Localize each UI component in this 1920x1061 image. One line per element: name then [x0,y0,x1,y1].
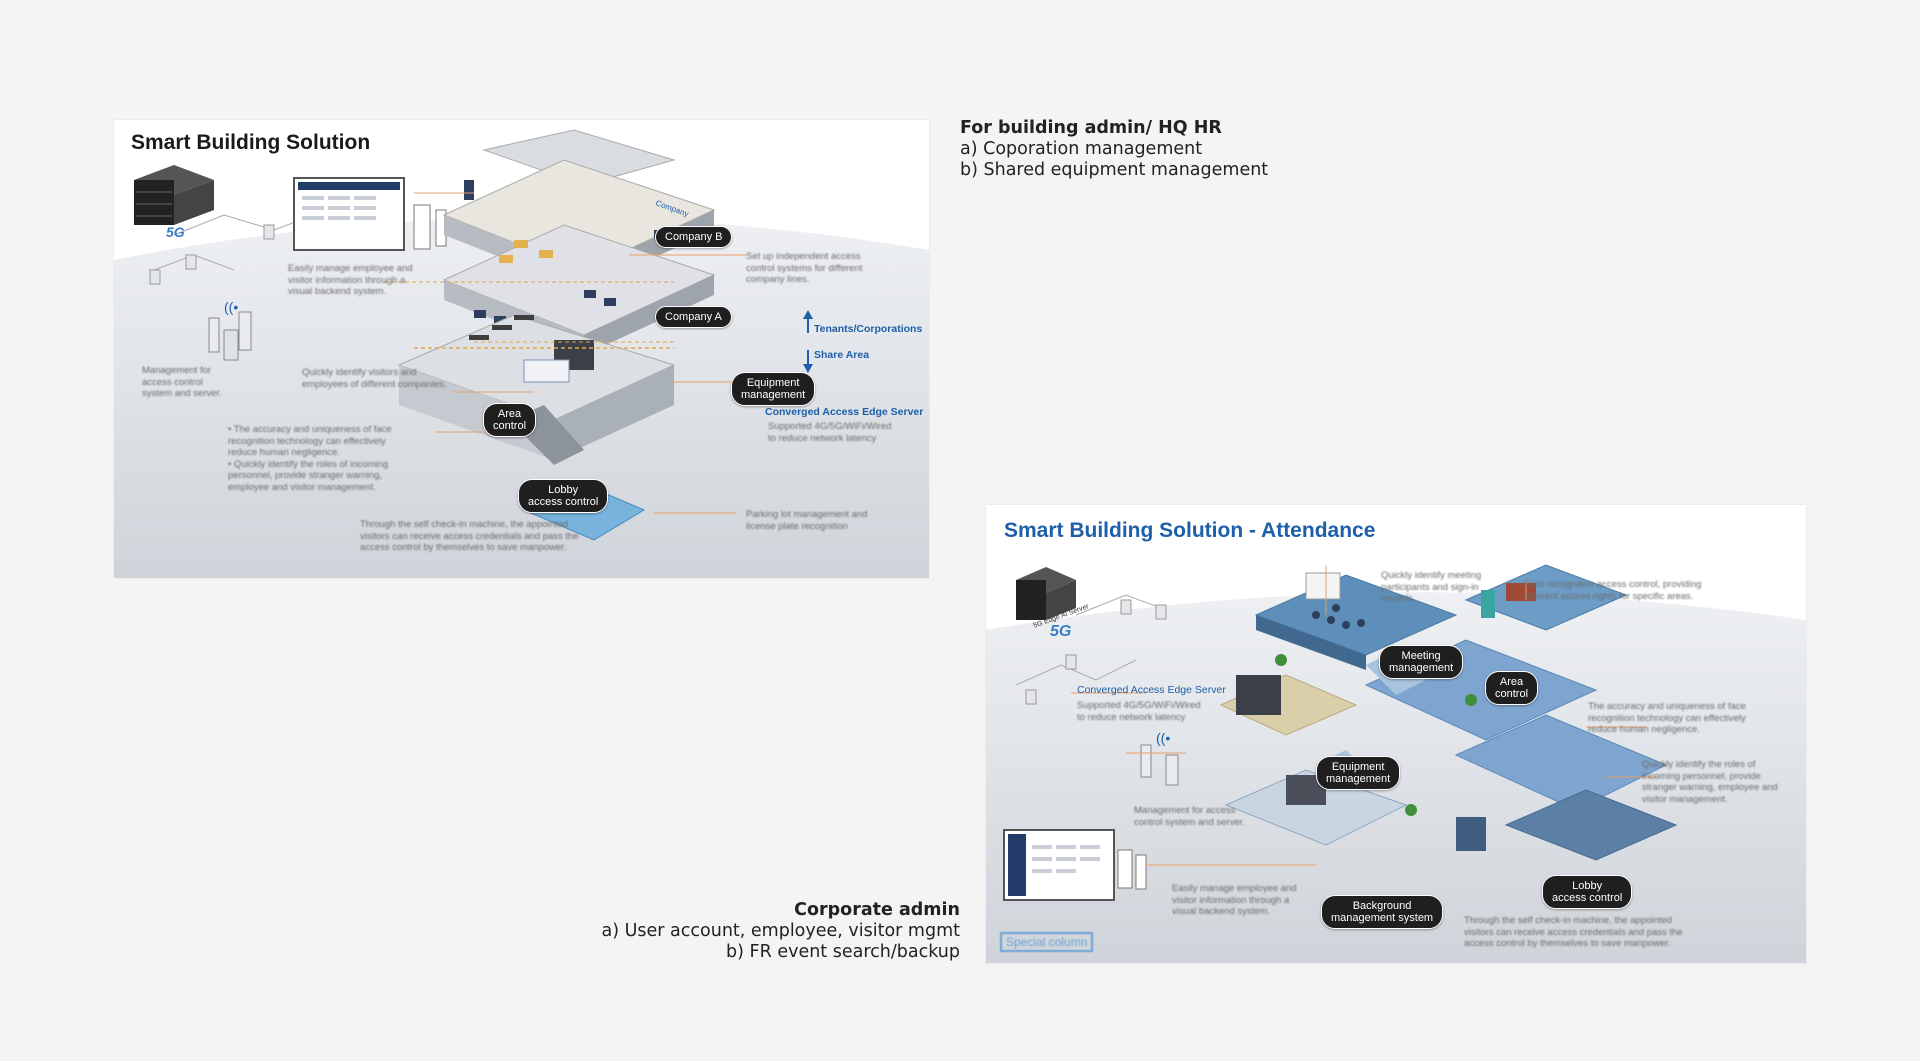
access-system-note: Set up independent access control system… [746,251,863,285]
parking-note: Parking lot management and license plate… [746,509,868,532]
building-admin-heading: For building admin/ HQ HR [960,118,1222,138]
management-note: Management for access control system and… [1134,805,1245,828]
corporate-admin-line-1: a) User account, employee, visitor mgmt [601,921,960,941]
company-b-badge: Company B [655,226,733,248]
building-admin-line-2: b) Shared equipment management [960,160,1269,180]
meeting-note: Quickly identify meeting participants an… [1381,570,1482,604]
building-admin-note: For building admin/ HQ HR a) Coporation … [960,118,1268,181]
identify-note: Quickly identify visitors and employees … [302,367,447,390]
meeting-management-badge: Meeting management [1379,645,1464,679]
tenants-label: Tenants/Corporations [814,323,923,335]
checkin-note: Through the self check-in machine, the a… [1464,915,1683,949]
backend-note: Easily manage employee and visitor infor… [288,263,413,297]
equipment-management-badge: Equipment management [1316,756,1401,790]
corporate-admin-heading: Corporate admin [794,900,960,920]
5g-logo: 5G [166,224,185,240]
management-note: Management for access control system and… [142,365,222,399]
monitor-icon [293,177,447,251]
smart-building-diagram: ((• [114,120,929,578]
panel-title: Smart Building Solution [131,131,371,154]
network-note: Supported 4G/5G/WiFi/Wired to reduce net… [768,421,892,444]
corporate-admin-line-2: b) FR event search/backup [726,942,960,962]
area-control-badge: Area control [1485,671,1539,705]
kiosk-icon [1140,744,1179,786]
5g-logo: 5G [1050,623,1072,640]
server-icon [134,165,214,225]
roles-note: Quickly identify the roles of incoming p… [1642,759,1778,805]
corporate-admin-note: Corporate admin a) User account, employe… [601,900,960,963]
kiosk-icon [208,311,252,361]
area-control-badge: Area control [483,403,537,437]
lobby-access-control-badge: Lobby access control [1542,875,1633,909]
backend-note: Easily manage employee and visitor infor… [1172,883,1297,917]
svg-text:((•: ((• [224,299,238,315]
company-a-badge: Company A [655,306,732,328]
edge-server-label: Converged Access Edge Server [1077,684,1226,696]
checkin-note: Through the self check-in machine, the a… [360,519,579,553]
network-note: Supported 4G/5G/WiFi/Wired to reduce net… [1077,700,1201,723]
panel-title: Smart Building Solution - Attendance [1004,519,1376,542]
special-column-label: Special column [1000,932,1094,952]
share-area-label: Share Area [814,349,870,361]
building-admin-line-1: a) Coporation management [960,139,1203,159]
equipment-management-badge: Equipment management [731,372,816,406]
accuracy-note: • The accuracy and uniqueness of face re… [228,424,392,493]
accuracy-note: The accuracy and uniqueness of face reco… [1588,701,1746,735]
background-management-badge: Background management system [1321,895,1444,929]
monitor-icon [1003,829,1147,901]
server-icon [1016,567,1076,620]
edge-server-label: Converged Access Edge Server [765,406,924,418]
lobby-access-control-badge: Lobby access control [518,479,609,513]
svg-text:((•: ((• [1156,730,1170,746]
face-recognition-note: Face recognition access control, providi… [1524,579,1702,602]
attendance-diagram: ((• Smart Building Solution - Attendance… [986,505,1806,963]
